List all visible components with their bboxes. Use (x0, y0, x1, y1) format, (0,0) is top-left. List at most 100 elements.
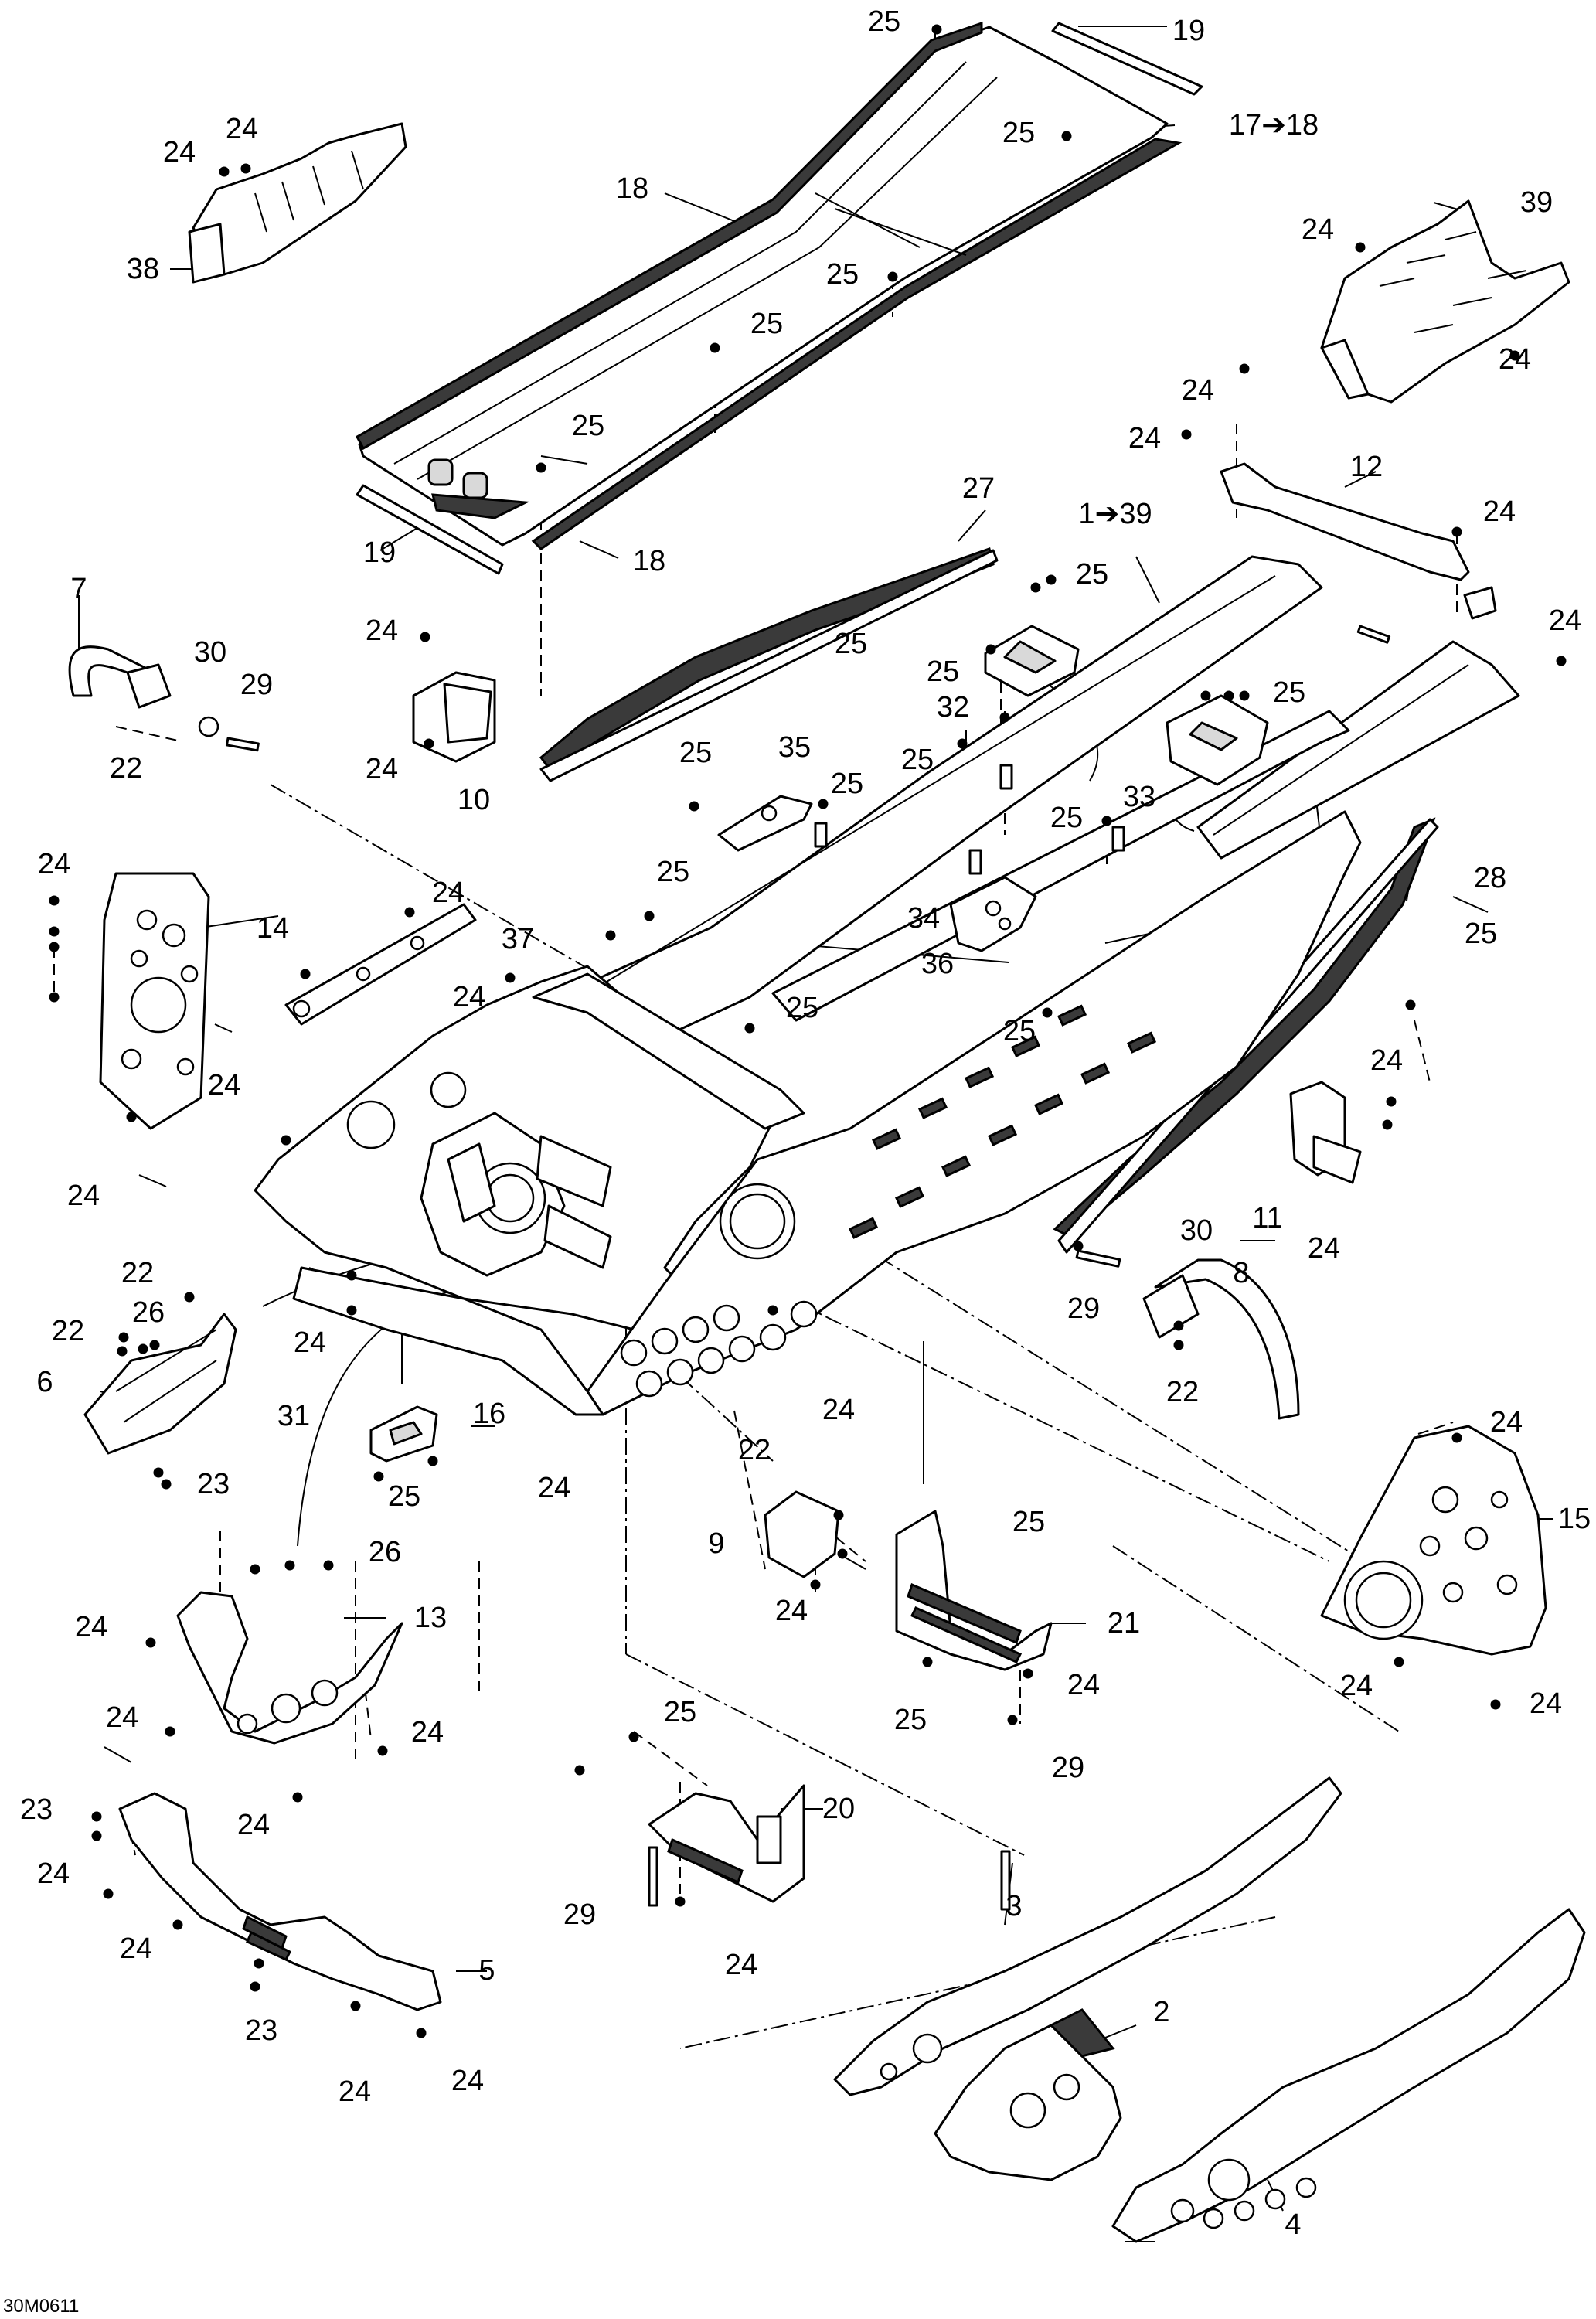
callout-24: 24 (410, 1716, 444, 1749)
callout-24: 24 (37, 848, 71, 880)
callout-24: 24 (162, 136, 196, 169)
callout-24: 24 (207, 1069, 241, 1102)
part-19-strip-bottom (356, 484, 504, 575)
part-4-side-panel (1111, 1908, 1586, 2243)
callout-24: 24 (1067, 1669, 1101, 1701)
part-10-bracket (412, 671, 496, 763)
callout-25: 25 (926, 656, 960, 688)
part-30-washer (198, 716, 219, 737)
callout-29: 29 (240, 669, 274, 701)
callout-24: 24 (451, 2065, 485, 2097)
callout-25: 25 (656, 856, 690, 888)
callout-25: 25 (1012, 1506, 1046, 1538)
callout-25: 25 (785, 992, 819, 1024)
callout-25: 25 (825, 258, 859, 291)
callout-24: 24 (1482, 495, 1516, 528)
callout-22: 22 (1166, 1376, 1200, 1408)
callout-31: 31 (277, 1400, 311, 1432)
callout-24: 24 (365, 615, 399, 647)
callout-25: 25 (1075, 558, 1109, 591)
callout-24: 24 (1529, 1687, 1563, 1720)
callout-22: 22 (51, 1315, 85, 1347)
callout-21: 21 (1107, 1607, 1141, 1640)
callout-25: 25 (1272, 676, 1306, 709)
callout-14: 14 (256, 912, 290, 945)
callout-11: 11 (1252, 1202, 1283, 1234)
callout-25: 25 (867, 5, 901, 38)
part-15-plate (1320, 1425, 1547, 1656)
callout-7: 7 (70, 573, 87, 605)
callout-24: 24 (431, 877, 465, 909)
part-2-bulkhead (934, 2008, 1122, 2181)
callout-26: 26 (368, 1536, 402, 1568)
part-7-handle (68, 645, 172, 709)
figure-id: 30M0611 (3, 2296, 80, 2317)
part-5-bracket (118, 1792, 442, 2011)
front-fascia-holes (620, 1300, 818, 1398)
callout-24: 24 (822, 1394, 856, 1426)
part-8-handle (1142, 1258, 1300, 1420)
part-39-bracket (1320, 199, 1570, 404)
callout-12: 12 (1349, 451, 1383, 483)
callout-28: 28 (1473, 862, 1507, 894)
callout-39: 39 (1519, 186, 1553, 219)
callout-32: 32 (936, 691, 970, 724)
callout-25: 25 (1464, 918, 1498, 950)
callout-37: 37 (501, 923, 535, 955)
callout-15: 15 (1557, 1503, 1591, 1535)
callout-24: 24 (338, 2076, 372, 2108)
callout-25: 25 (893, 1704, 927, 1736)
callout-25: 25 (1050, 802, 1084, 834)
callout-24: 24 (36, 1858, 70, 1890)
callout-24: 24 (537, 1472, 571, 1504)
callout-38: 38 (126, 253, 160, 285)
callout-22: 22 (737, 1434, 771, 1466)
callout-25: 25 (663, 1696, 697, 1728)
callout-25: 25 (1002, 1015, 1036, 1047)
part-16-bracket (369, 1405, 438, 1463)
callout-24: 24 (237, 1809, 271, 1841)
callout-25: 25 (387, 1480, 421, 1513)
callout-25: 25 (750, 308, 784, 340)
callout-18: 18 (615, 172, 649, 205)
callout-35: 35 (778, 731, 812, 764)
part-33-bracket (1166, 694, 1269, 786)
callout-24: 24 (724, 1949, 758, 1981)
callout-24: 24 (1181, 374, 1215, 407)
callout-25: 25 (679, 737, 713, 769)
callout-19: 19 (1172, 15, 1206, 47)
callout-36: 36 (921, 948, 955, 980)
part-6-bracket (83, 1313, 237, 1455)
callout-29: 29 (1067, 1292, 1101, 1325)
callout-13: 13 (413, 1602, 447, 1634)
part-32-bracket (984, 625, 1080, 697)
callout-5: 5 (478, 1954, 495, 1987)
callout-18: 18 (632, 545, 666, 577)
callout-34: 34 (907, 902, 941, 935)
part-27-toothed-strip (539, 547, 999, 782)
callout-24: 24 (1301, 213, 1335, 246)
callout-19: 19 (362, 536, 396, 569)
part-34-pins (814, 764, 1125, 875)
callout-10: 10 (457, 784, 491, 816)
callout-20: 20 (822, 1793, 856, 1825)
part-36-bracket (949, 876, 1037, 952)
long-bolts (648, 625, 1391, 1911)
callout-24: 24 (74, 1611, 108, 1643)
callout-24: 24 (293, 1326, 327, 1359)
callout-26: 26 (131, 1296, 165, 1329)
callout-24: 24 (225, 113, 259, 145)
callout-25: 25 (571, 410, 605, 442)
part-11-bracket (1289, 1081, 1362, 1184)
callout-23: 23 (196, 1468, 230, 1500)
callout-6: 6 (36, 1366, 53, 1398)
part-9-plate (764, 1490, 840, 1578)
callout-24: 24 (365, 753, 399, 785)
callout-25: 25 (830, 768, 864, 800)
callout-30: 30 (1179, 1214, 1213, 1247)
main-chassis (254, 810, 1362, 1416)
callout-24: 24 (119, 1932, 153, 1965)
part-13-bracket (176, 1591, 403, 1745)
